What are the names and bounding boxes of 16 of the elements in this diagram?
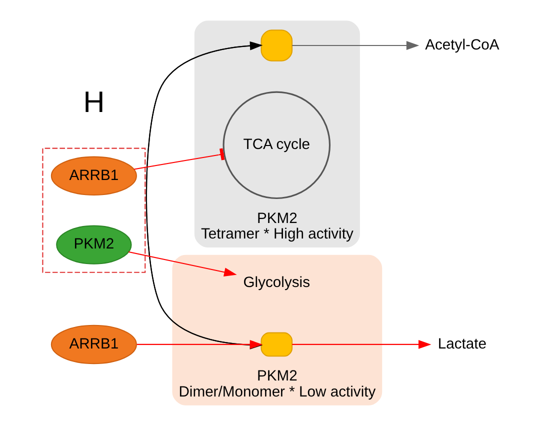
cluster	[42, 148, 146, 273]
node-ellipse: ARRB1	[50, 324, 137, 364]
node-ellipse: PKM2	[56, 225, 132, 264]
node-box	[260, 30, 293, 62]
node-text: Glycolysis	[243, 274, 310, 291]
node-box	[260, 332, 293, 357]
node-ellipse: ARRB1	[50, 156, 137, 196]
node-circle: TCA cycle	[222, 91, 331, 200]
arrow	[292, 340, 432, 349]
node-text: Acetyl-CoA	[425, 37, 500, 54]
arrow	[136, 340, 263, 349]
arrow	[292, 41, 420, 50]
connector	[134, 148, 225, 170]
arrow	[128, 251, 237, 277]
node-text: Lactate	[438, 336, 487, 352]
label: H	[83, 86, 105, 120]
